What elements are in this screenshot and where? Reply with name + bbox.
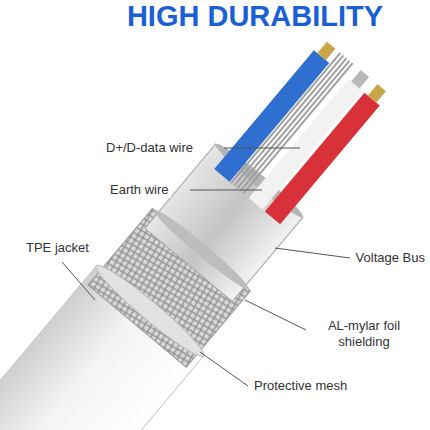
conductor-tip xyxy=(372,88,382,99)
conductor-tip xyxy=(355,73,365,84)
jacket-edge xyxy=(91,259,210,363)
part-label: TPE jacket xyxy=(24,240,91,256)
braid-edge xyxy=(150,205,253,294)
part-label: Earth wire xyxy=(108,182,171,198)
cable xyxy=(0,21,409,430)
part-label: Protective mesh xyxy=(252,378,349,394)
earth-strands xyxy=(231,53,353,194)
data-wire xyxy=(222,57,322,176)
title: HIGH DURABILITY xyxy=(127,0,383,32)
leader-lines xyxy=(62,148,350,386)
part-label: AL-mylar foil shielding xyxy=(310,318,418,350)
conductor-tip xyxy=(322,45,332,56)
part-label: Voltage Bus xyxy=(354,250,427,266)
part-label: D+/D-data wire xyxy=(104,140,195,156)
